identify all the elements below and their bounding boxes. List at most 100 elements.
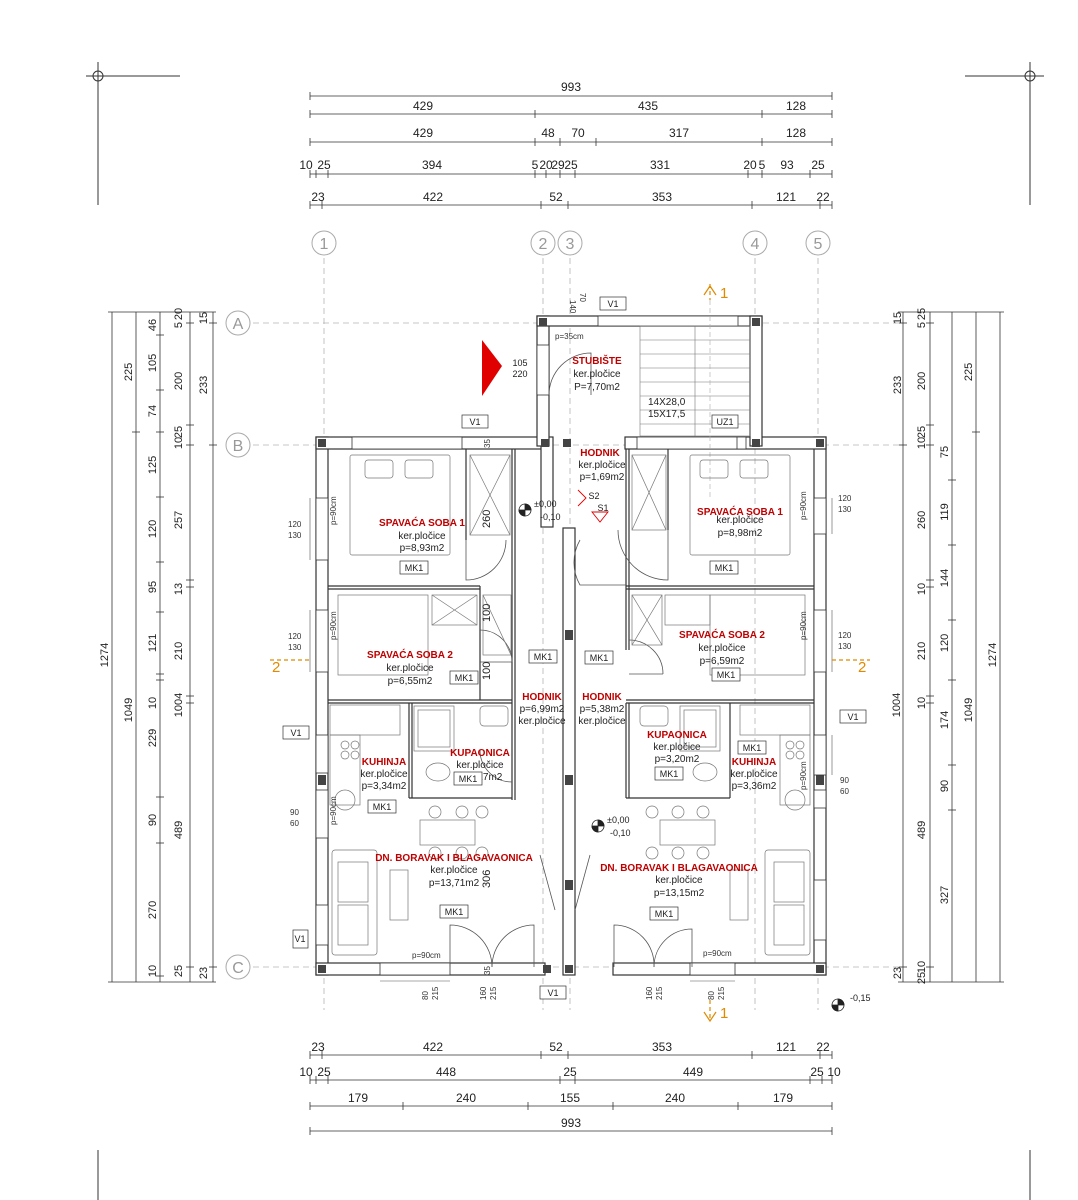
svg-text:422: 422 xyxy=(423,1040,443,1054)
dim-total-bottom: 993 xyxy=(561,1116,581,1130)
svg-text:p=5,38m2: p=5,38m2 xyxy=(580,704,625,715)
svg-text:25: 25 xyxy=(317,1065,331,1079)
svg-text:p=1,69m2: p=1,69m2 xyxy=(580,472,625,483)
axis-B-label: B xyxy=(233,438,244,455)
structural-columns[interactable] xyxy=(318,318,824,973)
svg-text:240: 240 xyxy=(456,1091,476,1105)
svg-text:220: 220 xyxy=(512,369,527,379)
svg-text:ker.pločice: ker.pločice xyxy=(430,865,478,876)
svg-text:100: 100 xyxy=(481,604,493,622)
svg-text:p=3,36m2: p=3,36m2 xyxy=(732,781,777,792)
svg-text:5: 5 xyxy=(759,158,766,172)
tag-labels: MK1 MK1 MK1 MK1 MK1 MK1 MK1 MK1 MK1 MK1 … xyxy=(290,299,858,998)
section-labels: 1 1 2 2 xyxy=(272,285,866,1022)
svg-text:p=3,20m2: p=3,20m2 xyxy=(655,754,700,765)
uz1-tag: UZ1 xyxy=(716,417,733,427)
svg-text:p=90cm: p=90cm xyxy=(703,949,732,958)
svg-text:435: 435 xyxy=(638,99,658,113)
svg-text:p=8,93m2: p=8,93m2 xyxy=(400,543,445,554)
room-name: SPAVAĆA SOBA 2 xyxy=(367,648,453,661)
svg-text:489: 489 xyxy=(173,821,185,839)
svg-text:25: 25 xyxy=(564,158,578,172)
svg-text:174: 174 xyxy=(939,711,951,729)
mk1-tag: MK1 xyxy=(660,769,679,779)
axis-1-label: 1 xyxy=(320,236,329,253)
svg-text:13: 13 xyxy=(173,583,185,595)
room-name: DN. BORAVAK I BLAGAVAONICA xyxy=(600,863,758,874)
svg-text:25: 25 xyxy=(810,1065,824,1079)
svg-text:1004: 1004 xyxy=(173,693,185,717)
svg-text:120: 120 xyxy=(147,520,159,538)
svg-text:353: 353 xyxy=(652,1040,672,1054)
svg-text:449: 449 xyxy=(683,1065,703,1079)
svg-text:144: 144 xyxy=(939,569,951,587)
svg-text:215: 215 xyxy=(431,986,440,1000)
hall-top-name: HODNIK xyxy=(580,448,620,459)
svg-text:ker.pločice: ker.pločice xyxy=(578,716,626,727)
svg-text:p=35cm: p=35cm xyxy=(555,332,584,341)
svg-text:200: 200 xyxy=(916,372,928,390)
svg-text:ker.pločice: ker.pločice xyxy=(730,769,778,780)
room-name: SPAVAĆA SOBA 2 xyxy=(679,628,765,641)
svg-text:1274: 1274 xyxy=(987,643,999,667)
svg-text:29: 29 xyxy=(551,158,565,172)
svg-text:233: 233 xyxy=(198,376,210,394)
svg-text:22: 22 xyxy=(816,1040,830,1054)
dim-total: 993 xyxy=(561,80,581,94)
room-name: DN. BORAVAK I BLAGAVAONICA xyxy=(375,853,533,864)
axis-3-label: 3 xyxy=(566,236,575,253)
svg-text:20: 20 xyxy=(539,158,553,172)
room-name: KUHINJA xyxy=(362,757,406,768)
svg-text:1049: 1049 xyxy=(123,698,135,722)
svg-text:229: 229 xyxy=(147,729,159,747)
windows xyxy=(315,315,827,976)
s1-tag: S1 xyxy=(597,503,608,513)
svg-text:p=90cm: p=90cm xyxy=(329,611,338,640)
svg-text:225: 225 xyxy=(963,363,975,381)
svg-text:ker.pločice: ker.pločice xyxy=(573,369,621,380)
svg-text:75: 75 xyxy=(939,446,951,458)
svg-text:25: 25 xyxy=(916,972,928,984)
svg-text:±0,00: ±0,00 xyxy=(607,815,629,825)
svg-text:p=13,71m2: p=13,71m2 xyxy=(429,878,480,889)
svg-text:ker.pločice: ker.pločice xyxy=(655,875,703,886)
svg-text:90: 90 xyxy=(290,808,299,817)
svg-text:p=90cm: p=90cm xyxy=(799,761,808,790)
staircase-treads xyxy=(639,300,751,500)
level-labels: ±0,00 -0,10 ±0,00 -0,10 -0,15 xyxy=(534,499,871,1003)
tag-boxes xyxy=(282,296,867,1000)
svg-text:155: 155 xyxy=(560,1091,580,1105)
svg-text:105: 105 xyxy=(147,354,159,372)
svg-text:25: 25 xyxy=(563,1065,577,1079)
mk1-tag: MK1 xyxy=(717,670,736,680)
svg-text:260: 260 xyxy=(916,511,928,529)
bottom-dimensions xyxy=(309,1051,833,1135)
svg-text:-0,10: -0,10 xyxy=(610,828,631,838)
svg-text:15: 15 xyxy=(198,312,210,324)
stair-arrows xyxy=(577,489,609,523)
svg-text:10: 10 xyxy=(299,1065,313,1079)
mk1-tag: MK1 xyxy=(715,563,734,573)
svg-text:140: 140 xyxy=(568,300,577,314)
v1-tag: V1 xyxy=(469,417,480,427)
svg-text:15X17,5: 15X17,5 xyxy=(648,409,686,420)
svg-text:10: 10 xyxy=(173,437,185,449)
furniture xyxy=(329,454,811,956)
svg-text:422: 422 xyxy=(423,190,443,204)
svg-text:20: 20 xyxy=(743,158,757,172)
svg-text:ker.pločice: ker.pločice xyxy=(518,716,566,727)
svg-text:60: 60 xyxy=(290,819,299,828)
svg-text:10: 10 xyxy=(916,583,928,595)
svg-text:60: 60 xyxy=(840,787,849,796)
left-dimension-labels: 1274 225 1049 46 105 74 125 120 95 121 1… xyxy=(99,308,210,979)
window-sills xyxy=(309,498,833,982)
svg-text:80: 80 xyxy=(707,991,716,1000)
svg-text:P=7,70m2: P=7,70m2 xyxy=(574,382,620,393)
staircase-labels: STUBIŠTE ker.pločice P=7,70m2 14X28,0 15… xyxy=(512,293,685,483)
svg-text:270: 270 xyxy=(147,901,159,919)
walls xyxy=(315,315,827,976)
svg-text:225: 225 xyxy=(123,363,135,381)
v1-tag: V1 xyxy=(547,988,558,998)
svg-text:1004: 1004 xyxy=(891,693,903,717)
